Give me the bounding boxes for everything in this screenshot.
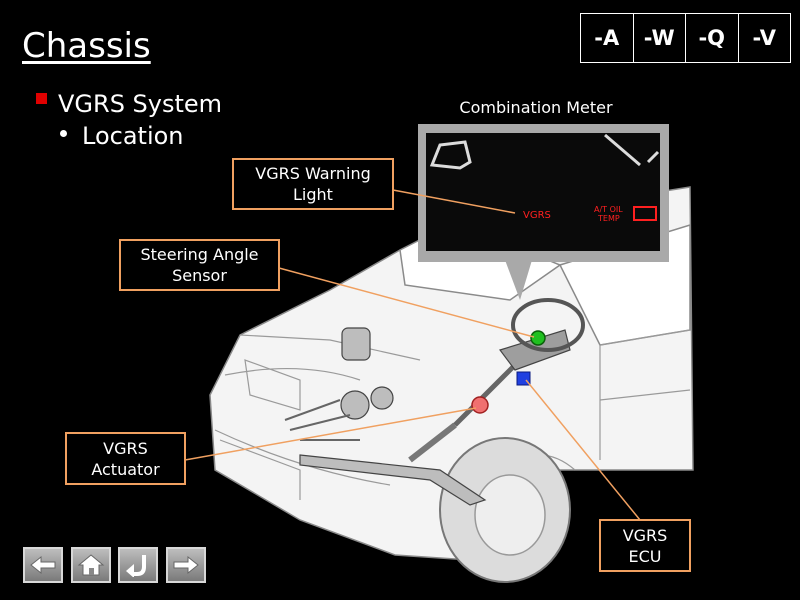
combination-meter-title: Combination Meter	[459, 98, 613, 117]
steering-components	[284, 327, 571, 506]
home-icon	[77, 554, 105, 576]
steering-angle-sensor-icon	[530, 330, 546, 346]
home-button[interactable]	[71, 547, 111, 583]
forward-button[interactable]	[166, 547, 206, 583]
callout-vgrs-warning-light: VGRS Warning Light	[232, 158, 394, 210]
bullet-vgrs-system: VGRS System	[36, 90, 222, 118]
tab-a[interactable]: -A	[581, 14, 634, 62]
tab-q[interactable]: -Q	[686, 14, 739, 62]
combination-meter-inset: VGRS A/T OIL TEMP	[418, 124, 669, 300]
back-button[interactable]	[23, 547, 63, 583]
back-arrow-icon	[30, 555, 56, 575]
battery-warning-icon	[633, 206, 657, 221]
red-square-bullet-icon	[36, 92, 47, 104]
tab-v[interactable]: -V	[752, 26, 776, 50]
return-button[interactable]	[118, 547, 158, 583]
callout-vgrs-ecu: VGRS ECU	[599, 519, 691, 572]
model-tabs: -A -W -Q -V	[580, 13, 791, 63]
return-icon	[126, 555, 146, 577]
at-oil-indicator-text: A/T OIL	[594, 205, 623, 214]
vgrs-actuator-icon	[471, 396, 489, 414]
page-title: Chassis	[22, 26, 151, 66]
at-oil-temp-indicator-text: TEMP	[597, 214, 620, 223]
callout-text: Steering Angle Sensor	[140, 245, 259, 285]
tab-w[interactable]: -W	[634, 14, 686, 62]
callout-text: VGRS ECU	[622, 525, 668, 566]
callout-leader-lines	[184, 189, 641, 521]
callout-steering-angle-sensor: Steering Angle Sensor	[119, 239, 280, 291]
vgrs-indicator-text: VGRS	[523, 210, 551, 221]
bullet-text: VGRS System	[58, 90, 223, 118]
dot-bullet-icon	[60, 129, 67, 137]
front-wheel-icon	[439, 437, 571, 583]
callout-text: VGRS Actuator	[91, 438, 160, 479]
callout-vgrs-actuator: VGRS Actuator	[65, 432, 186, 485]
bullet-text: Location	[82, 122, 184, 150]
forward-arrow-icon	[173, 555, 199, 575]
bullet-location: Location	[60, 122, 184, 150]
steering-wheel-icon	[511, 298, 585, 352]
callout-text: VGRS Warning Light	[255, 164, 371, 204]
